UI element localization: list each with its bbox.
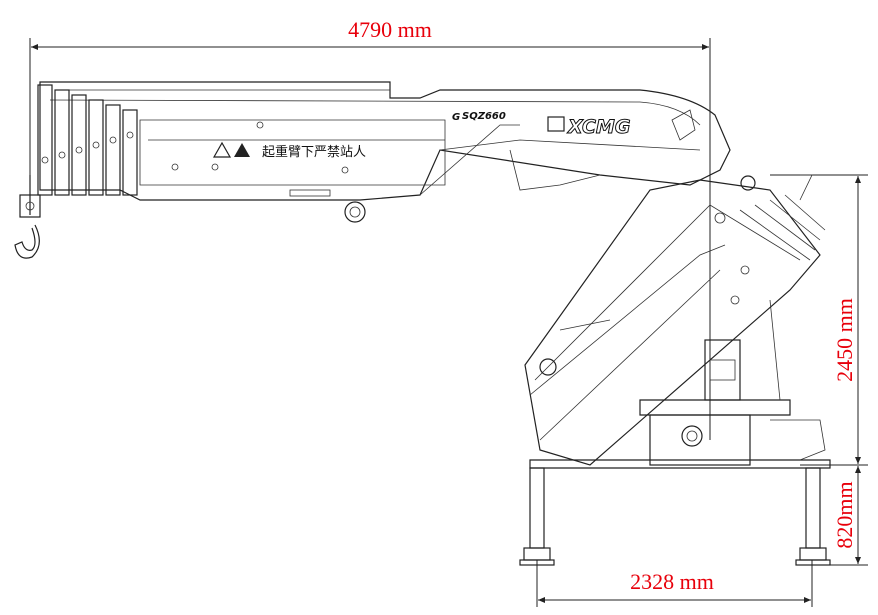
crane-column xyxy=(529,299,831,469)
brand-logo: XCMG xyxy=(547,116,631,139)
dimension-outrigger-span: 2328 mm xyxy=(536,560,813,607)
dimension-height: 2450 mm 820mm xyxy=(770,174,868,566)
boom-extension-heads xyxy=(37,84,138,196)
model-text: SQZ660 xyxy=(462,111,506,122)
model-g-mark: G xyxy=(452,112,460,123)
model-badge: G SQZ660 xyxy=(452,111,506,123)
brand-text: XCMG xyxy=(567,116,630,138)
height-label: 2450 mm xyxy=(832,298,857,382)
base-height-label: 820mm xyxy=(832,481,857,548)
outrigger-span-label: 2328 mm xyxy=(630,569,714,594)
outrigger-left xyxy=(519,467,555,566)
boom: 起重臂下严禁站人 G SQZ660 XCMG xyxy=(37,81,731,223)
inner-boom xyxy=(524,174,826,466)
overall-length-label: 4790 mm xyxy=(348,17,432,42)
warning-triangle-filled-icon xyxy=(234,143,250,157)
warning-text: 起重臂下严禁站人 xyxy=(262,144,366,160)
warning-triangle-icon xyxy=(212,141,232,158)
dimension-overall-length: 4790 mm xyxy=(29,17,711,440)
boom-warning-label: 起重臂下严禁站人 xyxy=(212,141,366,160)
hook xyxy=(14,175,41,259)
outrigger-right xyxy=(795,467,831,566)
